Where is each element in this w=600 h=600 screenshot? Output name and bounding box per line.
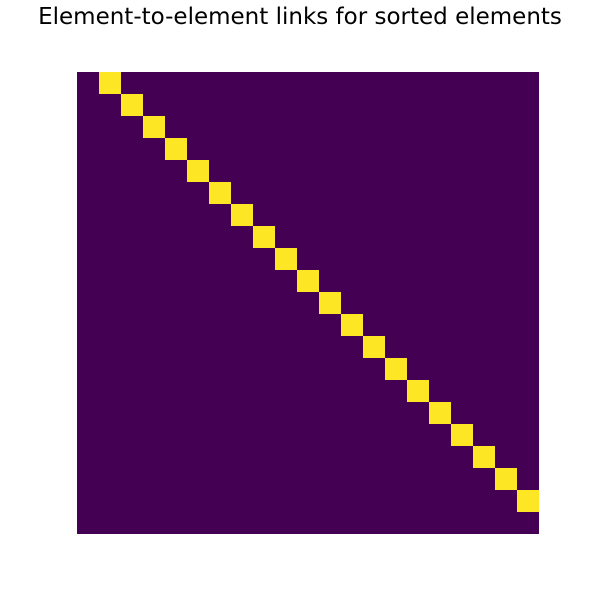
heatmap-cell-link-4 — [187, 160, 209, 182]
heatmap-background — [77, 72, 539, 534]
heatmap-cell-link-8 — [275, 248, 297, 270]
heatmap-cell-link-18 — [495, 468, 517, 490]
heatmap-cell-link-13 — [385, 358, 407, 380]
heatmap-cell-link-14 — [407, 380, 429, 402]
heatmap-cell-link-19 — [517, 490, 539, 512]
chart-title: Element-to-element links for sorted elem… — [38, 4, 562, 30]
heatmap-cell-link-7 — [253, 226, 275, 248]
heatmap-cell-link-12 — [363, 336, 385, 358]
heatmap-cell-link-1 — [121, 94, 143, 116]
heatmap-cell-link-5 — [209, 182, 231, 204]
heatmap-cell-link-9 — [297, 270, 319, 292]
heatmap-cell-link-2 — [143, 116, 165, 138]
heatmap-cell-link-15 — [429, 402, 451, 424]
heatmap-cell-link-11 — [341, 314, 363, 336]
heatmap-cell-link-10 — [319, 292, 341, 314]
heatmap-cell-link-0 — [99, 72, 121, 94]
heatmap-cell-link-17 — [473, 446, 495, 468]
heatmap-cell-link-6 — [231, 204, 253, 226]
heatmap-cell-link-3 — [165, 138, 187, 160]
heatmap-cell-link-16 — [451, 424, 473, 446]
